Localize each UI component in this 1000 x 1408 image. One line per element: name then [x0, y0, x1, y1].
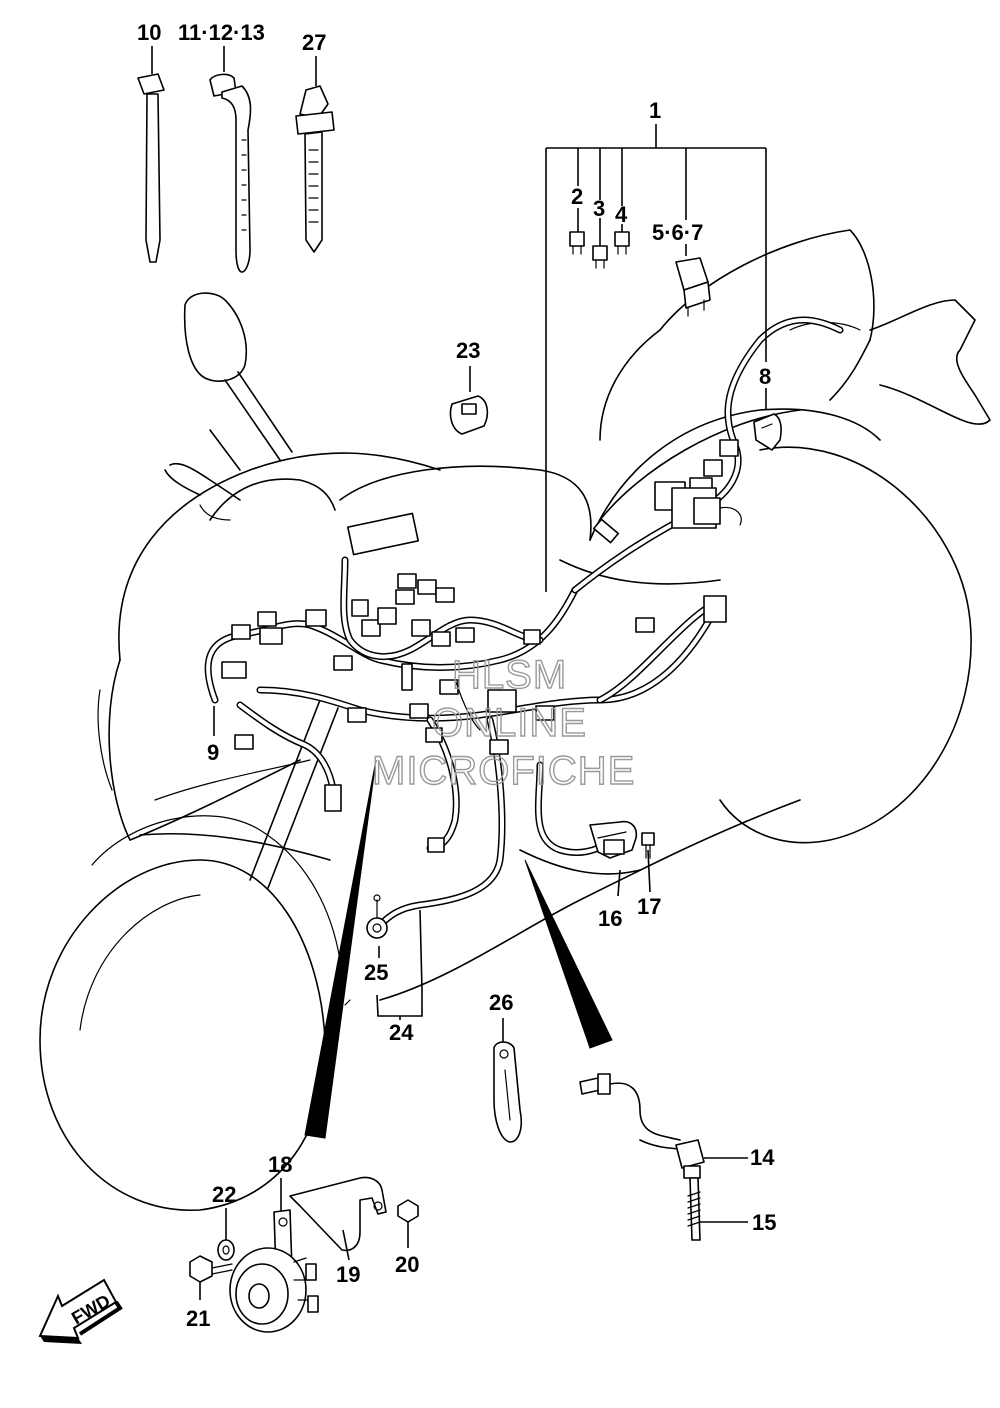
label-part-21: 21	[186, 1306, 210, 1331]
part-26-strap	[493, 1018, 523, 1143]
label-part-25: 25	[364, 960, 388, 985]
label-part-8: 8	[759, 364, 771, 389]
pointer-wedge-horn	[304, 759, 377, 1139]
part-horn	[229, 1247, 319, 1333]
part-14-sensor	[579, 1073, 748, 1179]
label-part-22: 22	[212, 1182, 236, 1207]
part-20-bolt	[397, 1199, 419, 1248]
part-22-washer	[217, 1208, 235, 1261]
watermark-line2: ONLINE	[432, 701, 587, 745]
part-21-bolt	[189, 1255, 233, 1300]
part-1-leader-bracket	[545, 124, 767, 592]
fwd-arrow-icon: FWD	[38, 1278, 123, 1344]
leader-lines	[151, 46, 651, 1020]
part-17-bolt	[641, 832, 655, 859]
label-part-5-6-7: 5·6·7	[652, 220, 703, 245]
watermark: HLSM ONLINE MICROFICHE	[371, 652, 635, 793]
label-part-10: 10	[137, 20, 161, 45]
label-part-15: 15	[752, 1210, 776, 1235]
part-27-clip	[295, 85, 335, 253]
pointer-wedge-sensor	[524, 859, 613, 1049]
part-15-spring	[687, 1177, 748, 1241]
label-part-1: 1	[649, 98, 661, 123]
label-part-20: 20	[395, 1252, 419, 1277]
main-wiring-harness	[204, 316, 844, 929]
part-3-fuse	[592, 245, 608, 269]
label-part-2: 2	[571, 184, 583, 209]
label-part-17: 17	[637, 894, 661, 919]
label-part-18: 18	[268, 1152, 292, 1177]
label-part-19: 19	[336, 1262, 360, 1287]
part-8-cover	[753, 388, 782, 451]
label-part-14: 14	[750, 1145, 775, 1170]
part-10-cable-tie	[137, 73, 165, 263]
label-part-11-12-13: 11·12·13	[178, 20, 265, 45]
part-labels: 10 11·12·13 27 1 2 3 4 5·6·7 23 8 9 16 1…	[137, 20, 776, 1331]
label-part-3: 3	[593, 196, 605, 221]
label-part-9: 9	[207, 740, 219, 765]
part-25-ground-terminal	[366, 894, 388, 939]
part-16-sensor	[589, 820, 638, 859]
label-part-23: 23	[456, 338, 480, 363]
label-part-16: 16	[598, 906, 622, 931]
label-part-27: 27	[302, 30, 326, 55]
part-23-holder	[449, 366, 489, 435]
label-part-4: 4	[615, 202, 628, 227]
watermark-line3: MICROFICHE	[372, 749, 635, 793]
motorcycle-outline	[39, 229, 991, 1211]
watermark-line1: HLSM	[452, 653, 567, 697]
part-2-fuse	[569, 231, 585, 255]
part-4-fuse	[614, 231, 630, 255]
label-part-26: 26	[489, 990, 513, 1015]
part-11-12-13-clamp	[209, 73, 252, 273]
label-part-24: 24	[389, 1020, 414, 1045]
part-5-6-7-relay	[675, 257, 711, 317]
